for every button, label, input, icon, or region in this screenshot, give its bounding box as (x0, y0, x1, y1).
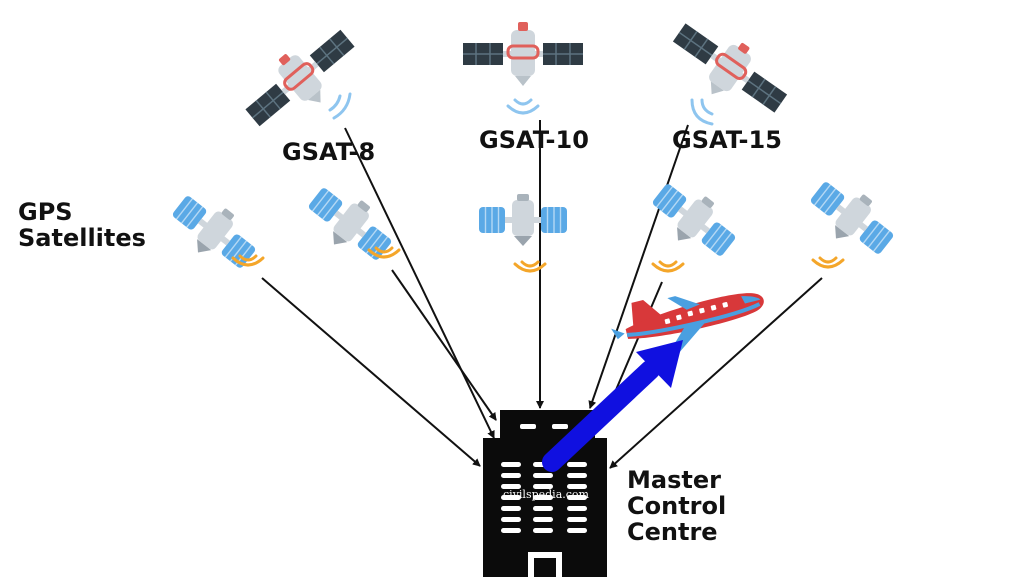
master-control-label-line3: Centre (627, 518, 718, 546)
gps-satellite-5-icon (810, 182, 894, 254)
gps-satellites-label-line2: Satellites (18, 224, 146, 252)
master-control-label-line2: Control (627, 492, 726, 520)
gsat-15-label: GSAT-15 (672, 126, 782, 154)
signal-lines (261, 120, 823, 469)
gps-satellite-2-signal (367, 246, 401, 259)
link-gsat15-to-mcc (588, 124, 689, 409)
gsat-8-label: GSAT-8 (282, 138, 375, 166)
master-control-label-line1: Master (627, 466, 721, 494)
link-gps2-to-mcc (391, 269, 497, 421)
gsat-8-satellite-icon (245, 29, 355, 127)
gps-satellite-3-icon (479, 194, 567, 246)
gps-satellites-label-line1: GPS (18, 198, 73, 226)
link-gsat8-to-mcc (344, 127, 495, 439)
gps-satellite-1-signal (231, 254, 265, 267)
gsat-10-satellite-icon (463, 22, 583, 86)
gps-satellite-4-signal (651, 260, 685, 273)
gsat-10-signal (506, 98, 540, 115)
gps-satellite-3-signal (513, 260, 547, 273)
link-gps1-to-mcc (261, 277, 481, 467)
uplink-arrow-icon (542, 340, 683, 472)
watermark-text: civilspedia.com (503, 488, 590, 501)
gsat-10-label: GSAT-10 (479, 126, 589, 154)
gsat-15-signal (690, 98, 714, 126)
gps-satellite-4-icon (652, 184, 736, 256)
gps-satellite-5-signal (811, 256, 845, 269)
gsat-15-satellite-icon (672, 23, 788, 113)
gps-satellite-2-icon (308, 188, 392, 260)
link-gps5-to-mcc (609, 277, 823, 469)
airplane-icon (611, 293, 764, 356)
gsat-8-signal (328, 92, 352, 120)
